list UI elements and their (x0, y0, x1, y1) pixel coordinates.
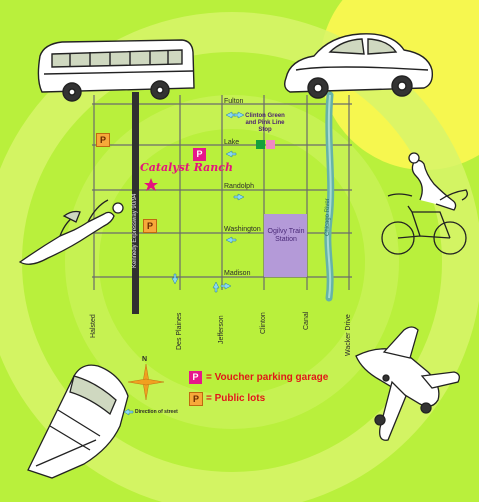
street-label-fulton: Fulton (224, 98, 244, 105)
street-label-washington: Washington (224, 226, 261, 233)
legend-voucher-swatch: P (189, 371, 202, 384)
direction-arrows (171, 111, 245, 293)
train-icon (27, 364, 129, 479)
green-line-stop-icon (256, 140, 265, 149)
catalyst-ranch-label: Catalyst Ranch (140, 161, 233, 174)
legend-voucher-text: = Voucher parking garage (206, 372, 329, 383)
street-label-lake: Lake (224, 139, 240, 146)
airplane-icon (355, 326, 460, 441)
expressway-label: Kennedy Expressway 90/94 (132, 193, 138, 268)
street-label-randolph: Randolph (224, 183, 254, 190)
direction-arrow-icon (171, 273, 179, 285)
street-label-wacker: Wacker Drive (345, 314, 352, 356)
flying-man-icon (18, 199, 124, 265)
el-stop-label: Clinton Green and Pink Line Stop (245, 113, 285, 133)
street-label-jefferson: Jefferson (218, 315, 225, 344)
street-label-canal: Canal (303, 311, 310, 330)
river-label: Chicago River (325, 198, 331, 236)
ogilvy-station-block (264, 214, 307, 277)
kennedy-expressway (132, 92, 139, 314)
chicago-river-highlight (326, 94, 332, 299)
legend-public-swatch: P (189, 392, 203, 406)
street-label-madison: Madison (224, 270, 251, 277)
street-label-desplaines: Des Plaines (176, 312, 183, 350)
outer-ring (0, 12, 479, 502)
street-label-halsted: Halsted (90, 314, 97, 338)
compass-icon (127, 363, 165, 401)
compass-north-label: N (142, 356, 148, 363)
direction-arrow-icon (225, 150, 237, 158)
street-label-clinton: Clinton (260, 312, 267, 334)
direction-arrow-icon (233, 111, 245, 119)
legend-public-text: = Public lots (206, 393, 266, 404)
public-lot-marker: P (96, 133, 110, 147)
pink-line-stop-icon (266, 140, 275, 149)
ogilvy-station-label: Ogilvy Train Station (267, 228, 305, 243)
legend-direction-text: Direction of street (135, 409, 178, 415)
public-lot-marker: P (143, 219, 157, 233)
direction-arrow-icon (233, 193, 245, 201)
direction-arrow-icon (225, 236, 237, 244)
bus-icon (37, 39, 195, 102)
voucher-garage-marker: P (193, 148, 206, 161)
vintage-car-icon (283, 33, 434, 99)
bicyclist-icon (381, 152, 468, 255)
direction-arrow-icon (220, 282, 232, 290)
star-marker-icon (144, 178, 158, 191)
direction-arrow-icon (212, 281, 220, 293)
direction-arrow-icon (123, 408, 134, 416)
